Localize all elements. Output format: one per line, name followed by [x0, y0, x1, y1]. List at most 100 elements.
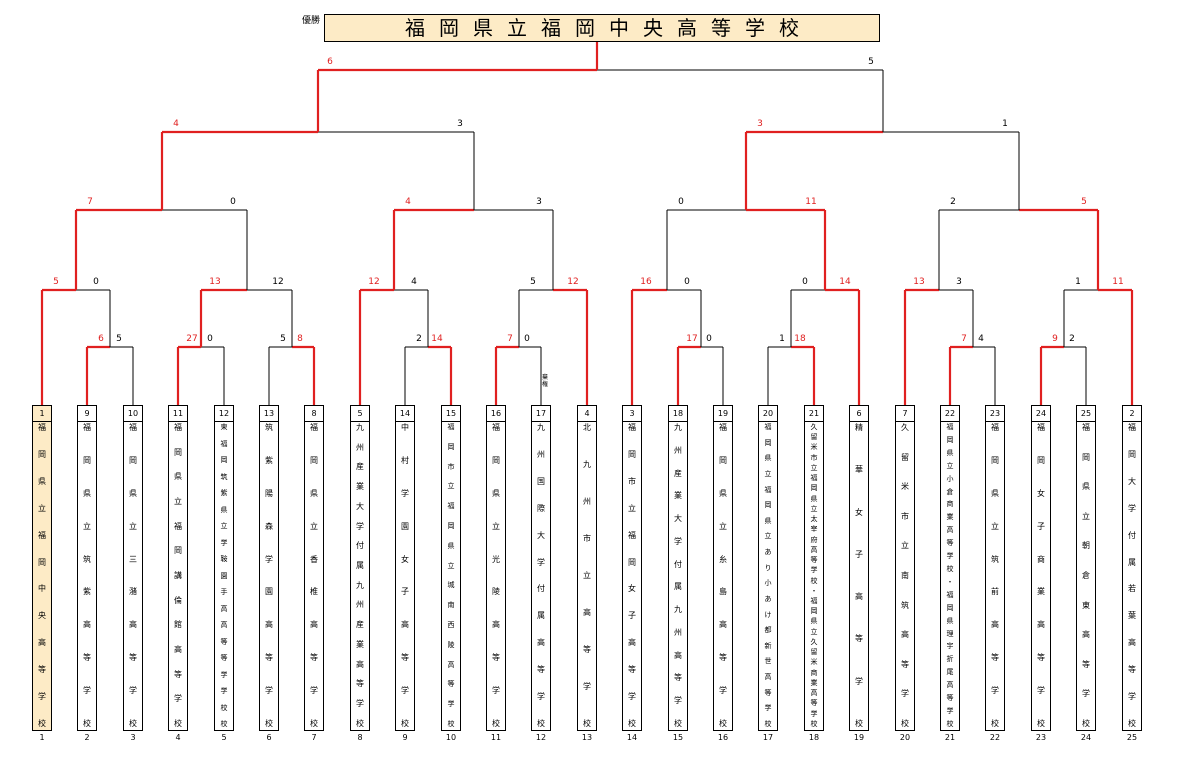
score-label: 0 [207, 334, 213, 344]
position-number: 21 [944, 733, 956, 742]
team-name: 精華女子高等学校 [855, 423, 863, 728]
score-label: 2 [950, 197, 956, 207]
score-label: 12 [272, 277, 284, 287]
team-seed: 18 [669, 406, 687, 422]
team-name: 福岡県立光陵高等学校 [492, 423, 500, 728]
team-seed: 7 [896, 406, 914, 422]
team-name: 福岡県立筑紫高等学校 [83, 423, 91, 728]
position-number: 22 [989, 733, 1001, 742]
team-name: 福岡県立福岡中央高等学校 [38, 423, 46, 728]
position-number: 2 [84, 733, 90, 742]
score-label: 27 [186, 334, 198, 344]
team-name: 九州産業大学付属九州産業高等学校 [356, 423, 364, 728]
team-seed: 5 [351, 406, 369, 422]
position-number: 20 [899, 733, 911, 742]
score-label: 0 [684, 277, 690, 287]
team-seed: 21 [805, 406, 823, 422]
score-label: 7 [87, 197, 93, 207]
team-name: 北九州市立高等学校 [583, 423, 591, 728]
team-name: 筑紫陽森学園高等学校 [265, 423, 273, 728]
score-label: 9 [1052, 334, 1058, 344]
score-label: 4 [411, 277, 417, 287]
score-label: 5 [1081, 197, 1087, 207]
score-label: 7 [507, 334, 513, 344]
score-label: 6 [98, 334, 104, 344]
position-number: 13 [581, 733, 593, 742]
score-label: 4 [978, 334, 984, 344]
team-name: 東福岡筑紫県立学鞍園手高高等等学学校校 [220, 423, 228, 728]
team-seed: 12 [215, 406, 233, 422]
score-label: 17 [686, 334, 698, 344]
score-label: 0 [706, 334, 712, 344]
score-label: 3 [536, 197, 542, 207]
score-label: 3 [457, 119, 463, 129]
team-seed: 6 [850, 406, 868, 422]
score-label: 11 [1112, 277, 1124, 287]
position-number: 16 [717, 733, 729, 742]
score-label: 5 [868, 57, 874, 67]
score-label: 13 [913, 277, 925, 287]
champion-label: 優勝 [301, 16, 320, 26]
team-seed: 24 [1032, 406, 1050, 422]
forfeit-note: 棄権 [541, 374, 548, 388]
score-label: 18 [794, 334, 806, 344]
position-number: 11 [490, 733, 502, 742]
score-label: 5 [530, 277, 536, 287]
score-label: 14 [431, 334, 443, 344]
score-label: 2 [1069, 334, 1075, 344]
score-label: 16 [640, 277, 652, 287]
position-number: 24 [1080, 733, 1092, 742]
team-name: 福岡女子商業高等学校 [1037, 423, 1045, 728]
position-number: 4 [175, 733, 181, 742]
score-label: 5 [53, 277, 59, 287]
position-number: 12 [535, 733, 547, 742]
score-label: 5 [116, 334, 122, 344]
score-label: 0 [524, 334, 530, 344]
position-number: 1 [39, 733, 45, 742]
team-seed: 16 [487, 406, 505, 422]
team-name: 久留米市立南筑高等学校 [901, 423, 909, 728]
team-seed: 15 [442, 406, 460, 422]
team-name: 福岡市立福岡県立城南西陵高等学校 [447, 423, 455, 728]
score-label: 0 [678, 197, 684, 207]
score-label: 0 [230, 197, 236, 207]
score-label: 6 [327, 57, 333, 67]
team-name: 福岡県立小倉商業高等学校・福岡県理宇折尾高等学校 [946, 423, 954, 728]
team-seed: 10 [124, 406, 142, 422]
score-label: 1 [1075, 277, 1081, 287]
score-label: 13 [209, 277, 221, 287]
score-label: 0 [93, 277, 99, 287]
team-seed: 11 [169, 406, 187, 422]
team-seed: 22 [941, 406, 959, 422]
team-seed: 4 [578, 406, 596, 422]
score-label: 8 [297, 334, 303, 344]
team-seed: 3 [623, 406, 641, 422]
position-number: 7 [311, 733, 317, 742]
team-name: 福岡県立福岡県立あり小あけ都新世高等学校 [764, 423, 772, 728]
team-seed: 9 [78, 406, 96, 422]
team-seed: 1 [33, 406, 51, 422]
position-number: 8 [357, 733, 363, 742]
score-label: 14 [839, 277, 851, 287]
position-number: 9 [402, 733, 408, 742]
score-label: 11 [805, 197, 817, 207]
team-name: 中村学園女子高等学校 [401, 423, 409, 728]
score-label: 1 [779, 334, 785, 344]
team-name: 福岡県立糸島高等学校 [719, 423, 727, 728]
team-name: 福岡県立筑前高等学校 [991, 423, 999, 728]
score-label: 7 [961, 334, 967, 344]
